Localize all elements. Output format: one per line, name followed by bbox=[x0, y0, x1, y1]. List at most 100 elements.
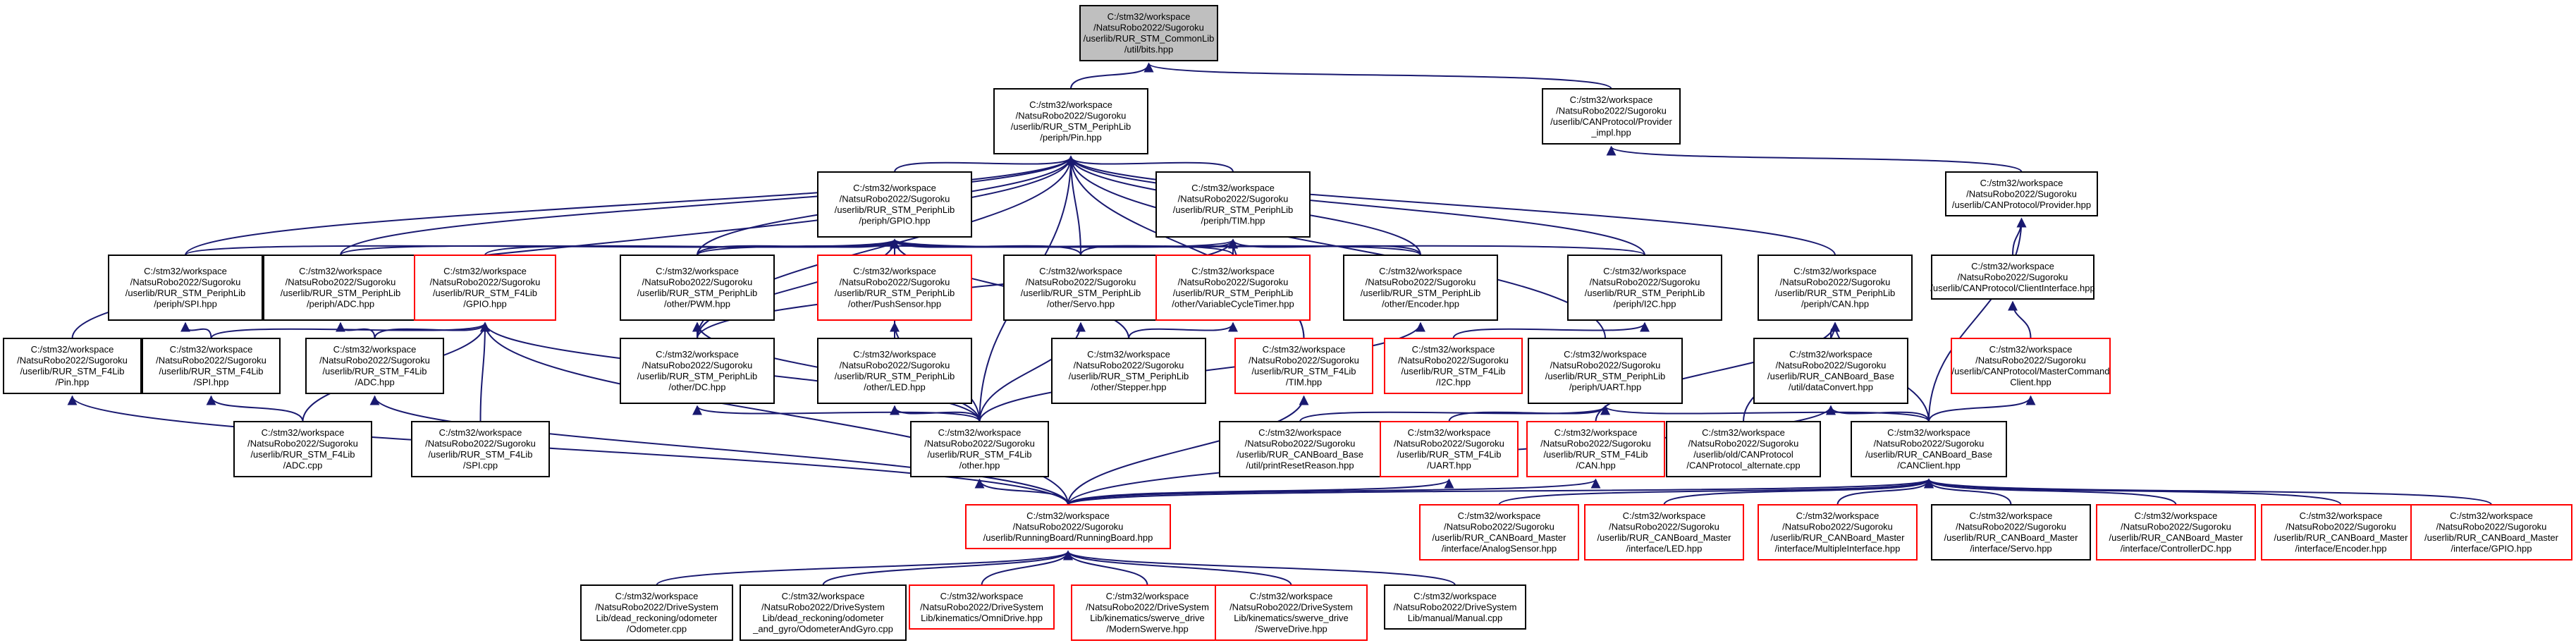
node-canprotocol_alt-label-line: /userlib/old/CANProtocol bbox=[1693, 449, 1793, 460]
edge-canclient-to-uart bbox=[1600, 405, 1930, 422]
node-tim-label-line: /periph/TIM.hpp bbox=[1201, 216, 1265, 226]
node-spi-label-line: /periph/SPI.hpp bbox=[154, 299, 217, 310]
node-pin_f4[interactable]: C:/stm32/workspace/NatsuRobo2022/Sugorok… bbox=[3, 338, 142, 394]
node-servo-label-line: /NatsuRobo2022/Sugoroku bbox=[1026, 277, 1136, 288]
node-m_gpio[interactable]: C:/stm32/workspace/NatsuRobo2022/Sugorok… bbox=[2410, 504, 2572, 561]
node-can[interactable]: C:/stm32/workspace/NatsuRobo2022/Sugorok… bbox=[1758, 255, 1913, 321]
node-uart_f4-box bbox=[1380, 421, 1519, 477]
node-omnidrive[interactable]: C:/stm32/workspace/NatsuRobo2022/DriveSy… bbox=[909, 584, 1055, 630]
edge-provider_impl-to-root bbox=[1143, 62, 1612, 90]
node-canclient[interactable]: C:/stm32/workspace/NatsuRobo2022/Sugorok… bbox=[1851, 421, 2007, 477]
node-gpio_f4[interactable]: C:/stm32/workspace/NatsuRobo2022/Sugorok… bbox=[414, 255, 556, 321]
node-provider[interactable]: C:/stm32/workspace/NatsuRobo2022/Sugorok… bbox=[1945, 171, 2098, 216]
node-adc_cpp[interactable]: C:/stm32/workspace/NatsuRobo2022/Sugorok… bbox=[233, 421, 372, 477]
edge-can-to-pin bbox=[1066, 155, 1836, 256]
node-mastercmd[interactable]: C:/stm32/workspace/NatsuRobo2022/Sugorok… bbox=[1951, 338, 2111, 394]
node-provider_impl-label-line: /userlib/CANProtocol/Provider bbox=[1550, 116, 1672, 127]
node-m_servo-box bbox=[1931, 504, 2091, 561]
node-stepper-label-line: /NatsuRobo2022/Sugoroku bbox=[1074, 360, 1184, 371]
node-spi-label-line: /NatsuRobo2022/Sugoroku bbox=[130, 277, 241, 288]
node-gpio[interactable]: C:/stm32/workspace/NatsuRobo2022/Sugorok… bbox=[817, 171, 972, 238]
node-runningboard-box bbox=[965, 504, 1171, 549]
node-can-label-line: /userlib/RUR_STM_PeriphLib bbox=[1775, 288, 1896, 298]
node-m_encoder[interactable]: C:/stm32/workspace/NatsuRobo2022/Sugorok… bbox=[2261, 504, 2421, 561]
node-m_led[interactable]: C:/stm32/workspace/NatsuRobo2022/Sugorok… bbox=[1584, 504, 1744, 561]
node-stepper[interactable]: C:/stm32/workspace/NatsuRobo2022/Sugorok… bbox=[1051, 338, 1206, 404]
node-pin[interactable]: C:/stm32/workspace/NatsuRobo2022/Sugorok… bbox=[993, 88, 1148, 154]
edge-gpio-to-pin bbox=[894, 155, 1076, 173]
edge-pin-to-root bbox=[1070, 62, 1154, 90]
node-canclient-label-line: /CANClient.hpp bbox=[1897, 460, 1961, 471]
node-spi_f4[interactable]: C:/stm32/workspace/NatsuRobo2022/Sugorok… bbox=[142, 338, 281, 394]
node-m_analog[interactable]: C:/stm32/workspace/NatsuRobo2022/Sugorok… bbox=[1419, 504, 1579, 561]
node-dc-box bbox=[620, 338, 775, 404]
node-uart[interactable]: C:/stm32/workspace/NatsuRobo2022/Sugorok… bbox=[1528, 338, 1683, 404]
node-gpio_f4-label-line: /GPIO.hpp bbox=[463, 299, 506, 310]
node-i2c_f4-label-line: /userlib/RUR_STM_F4Lib bbox=[1401, 366, 1505, 376]
node-pin_f4-label-line: /userlib/RUR_STM_F4Lib bbox=[20, 366, 124, 376]
node-spi[interactable]: C:/stm32/workspace/NatsuRobo2022/Sugorok… bbox=[108, 255, 263, 321]
node-m_gpio-label-line: C:/stm32/workspace bbox=[2450, 510, 2533, 521]
edge-canclient-to-provider bbox=[1928, 217, 2027, 422]
node-tim_f4[interactable]: C:/stm32/workspace/NatsuRobo2022/Sugorok… bbox=[1234, 338, 1373, 394]
node-adc_f4-box bbox=[305, 338, 444, 394]
node-root[interactable]: C:/stm32/workspace/NatsuRobo2022/Sugorok… bbox=[1079, 5, 1218, 61]
node-servo[interactable]: C:/stm32/workspace/NatsuRobo2022/Sugorok… bbox=[1003, 255, 1158, 321]
node-encoder[interactable]: C:/stm32/workspace/NatsuRobo2022/Sugorok… bbox=[1343, 255, 1498, 321]
node-pushsensor-label-line: /userlib/RUR_STM_PeriphLib bbox=[835, 288, 955, 298]
node-pushsensor[interactable]: C:/stm32/workspace/NatsuRobo2022/Sugorok… bbox=[817, 255, 972, 321]
node-m_controllerdc[interactable]: C:/stm32/workspace/NatsuRobo2022/Sugorok… bbox=[2096, 504, 2256, 561]
node-vct[interactable]: C:/stm32/workspace/NatsuRobo2022/Sugorok… bbox=[1155, 255, 1311, 321]
node-i2c[interactable]: C:/stm32/workspace/NatsuRobo2022/Sugorok… bbox=[1567, 255, 1722, 321]
node-dc[interactable]: C:/stm32/workspace/NatsuRobo2022/Sugorok… bbox=[620, 338, 775, 404]
node-m_servo[interactable]: C:/stm32/workspace/NatsuRobo2022/Sugorok… bbox=[1931, 504, 2091, 561]
node-modernswerve[interactable]: C:/stm32/workspace/NatsuRobo2022/DriveSy… bbox=[1071, 584, 1224, 641]
node-led[interactable]: C:/stm32/workspace/NatsuRobo2022/Sugorok… bbox=[817, 338, 972, 404]
edge-provider-to-provider_impl bbox=[1606, 145, 2023, 173]
node-swervedrive[interactable]: C:/stm32/workspace/NatsuRobo2022/DriveSy… bbox=[1215, 584, 1368, 641]
node-modernswerve-label-line: Lib/kinematics/swerve_drive bbox=[1090, 613, 1205, 623]
node-adc[interactable]: C:/stm32/workspace/NatsuRobo2022/Sugorok… bbox=[263, 255, 418, 321]
node-dataconvert[interactable]: C:/stm32/workspace/NatsuRobo2022/Sugorok… bbox=[1753, 338, 1908, 404]
node-pin_f4-label-line: C:/stm32/workspace bbox=[31, 344, 114, 355]
node-pushsensor-box bbox=[817, 255, 972, 321]
node-clientif-label-line: C:/stm32/workspace bbox=[1971, 261, 2054, 271]
node-m_encoder-label-line: /userlib/RUR_CANBoard_Master bbox=[2274, 532, 2408, 543]
node-other[interactable]: C:/stm32/workspace/NatsuRobo2022/Sugorok… bbox=[910, 421, 1049, 477]
node-spi_cpp-label-line: C:/stm32/workspace bbox=[439, 427, 522, 438]
edge-other-to-dc bbox=[692, 405, 981, 422]
node-provider-label-line: C:/stm32/workspace bbox=[1980, 178, 2063, 188]
node-m_encoder-label-line: /NatsuRobo2022/Sugoroku bbox=[2286, 522, 2396, 532]
node-root-label-line: /userlib/RUR_STM_CommonLib bbox=[1084, 33, 1215, 44]
node-provider_impl[interactable]: C:/stm32/workspace/NatsuRobo2022/Sugorok… bbox=[1542, 88, 1681, 145]
node-adc-label-line: /NatsuRobo2022/Sugoroku bbox=[286, 277, 396, 288]
node-odometergyro[interactable]: C:/stm32/workspace/NatsuRobo2022/DriveSy… bbox=[740, 584, 907, 641]
node-m_multiple-label-line: /interface/MultipleInterface.hpp bbox=[1775, 544, 1901, 554]
node-runningboard[interactable]: C:/stm32/workspace/NatsuRobo2022/Sugorok… bbox=[965, 504, 1171, 549]
node-modernswerve-label-line: /NatsuRobo2022/DriveSystem bbox=[1086, 602, 1209, 613]
node-uart-box bbox=[1528, 338, 1683, 404]
node-clientif-label-line: /userlib/CANProtocol/ClientInterface.hpp bbox=[1930, 283, 2094, 293]
node-spi_cpp[interactable]: C:/stm32/workspace/NatsuRobo2022/Sugorok… bbox=[411, 421, 550, 477]
node-adc_cpp-label-line: /ADC.cpp bbox=[283, 460, 323, 471]
node-odometer[interactable]: C:/stm32/workspace/NatsuRobo2022/DriveSy… bbox=[580, 584, 733, 641]
node-manual[interactable]: C:/stm32/workspace/NatsuRobo2022/DriveSy… bbox=[1384, 584, 1526, 630]
node-clientif[interactable]: C:/stm32/workspace/NatsuRobo2022/Sugorok… bbox=[1930, 255, 2095, 300]
node-i2c_f4-label-line: C:/stm32/workspace bbox=[1412, 344, 1495, 355]
node-adc_cpp-label-line: /NatsuRobo2022/Sugoroku bbox=[247, 439, 358, 449]
node-other-label-line: /userlib/RUR_STM_F4Lib bbox=[927, 449, 1031, 460]
node-m_controllerdc-label-line: /interface/ControllerDC.hpp bbox=[2121, 544, 2232, 554]
node-m_multiple[interactable]: C:/stm32/workspace/NatsuRobo2022/Sugorok… bbox=[1758, 504, 1918, 561]
node-adc_f4[interactable]: C:/stm32/workspace/NatsuRobo2022/Sugorok… bbox=[305, 338, 444, 394]
node-tim[interactable]: C:/stm32/workspace/NatsuRobo2022/Sugorok… bbox=[1155, 171, 1311, 238]
edge-runningboard-to-other bbox=[974, 478, 1069, 506]
node-uart_f4-label-line: /NatsuRobo2022/Sugoroku bbox=[1394, 439, 1504, 449]
node-can_f4[interactable]: C:/stm32/workspace/NatsuRobo2022/Sugorok… bbox=[1526, 421, 1665, 477]
node-swervedrive-box bbox=[1215, 584, 1368, 641]
node-uart_f4[interactable]: C:/stm32/workspace/NatsuRobo2022/Sugorok… bbox=[1380, 421, 1519, 477]
node-canprotocol_alt[interactable]: C:/stm32/workspace/NatsuRobo2022/Sugorok… bbox=[1666, 421, 1821, 477]
node-i2c_f4-label-line: /I2C.hpp bbox=[1436, 377, 1471, 388]
node-pwm[interactable]: C:/stm32/workspace/NatsuRobo2022/Sugorok… bbox=[620, 255, 775, 321]
node-i2c_f4[interactable]: C:/stm32/workspace/NatsuRobo2022/Sugorok… bbox=[1384, 338, 1523, 394]
node-printreset[interactable]: C:/stm32/workspace/NatsuRobo2022/Sugorok… bbox=[1219, 421, 1381, 477]
